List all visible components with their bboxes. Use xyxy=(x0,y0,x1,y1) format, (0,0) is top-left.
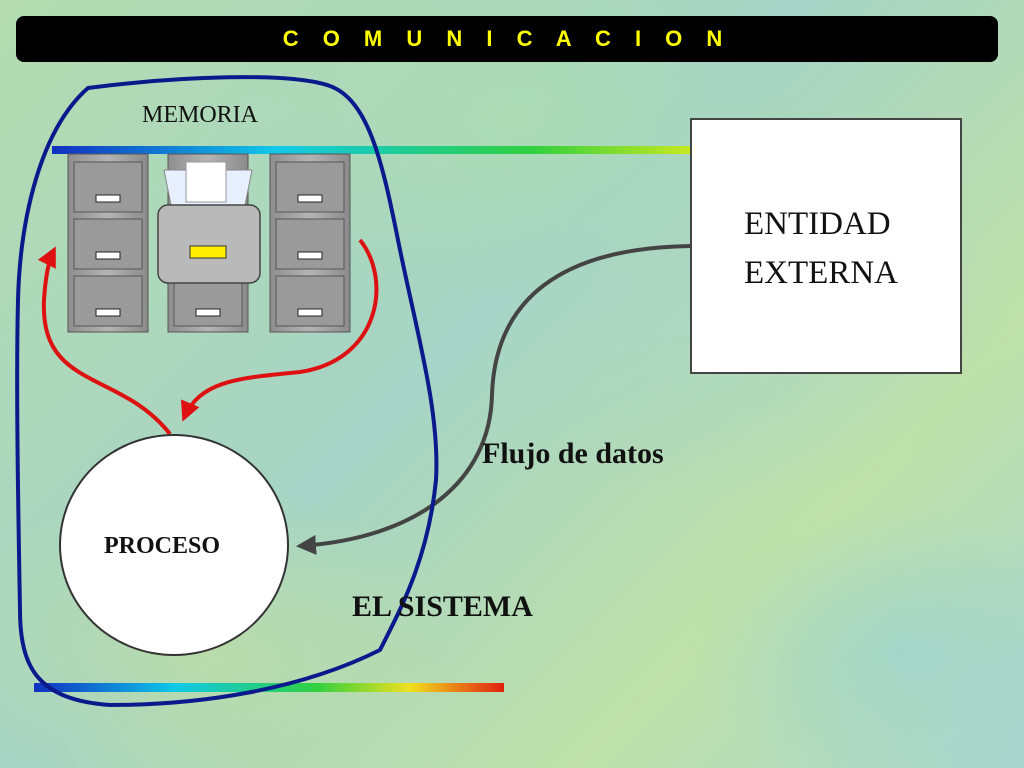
external-entity-label-line1: ENTIDAD xyxy=(744,206,891,242)
filing-cabinet-right xyxy=(269,153,351,333)
data-flow-arrow xyxy=(296,244,691,555)
rainbow-bar-top xyxy=(52,146,692,154)
arrow-memory-to-process xyxy=(181,238,379,422)
memory-label: MEMORIA xyxy=(142,102,259,128)
system-label: EL SISTEMA xyxy=(352,590,533,623)
system-boundary xyxy=(15,75,439,708)
process-label: PROCESO xyxy=(104,533,221,559)
external-entity-label-line2: EXTERNA xyxy=(744,255,898,291)
data-flow-label: Flujo de datos xyxy=(482,437,664,470)
slide-title: C O M U N I C A C I O N xyxy=(282,26,732,51)
filing-cabinet-middle xyxy=(157,153,261,333)
title-bar: C O M U N I C A C I O N xyxy=(16,16,998,62)
filing-cabinet-left xyxy=(67,153,149,333)
external-entity-box xyxy=(690,118,962,374)
arrow-process-to-memory xyxy=(37,246,172,436)
process-circle xyxy=(59,434,289,656)
